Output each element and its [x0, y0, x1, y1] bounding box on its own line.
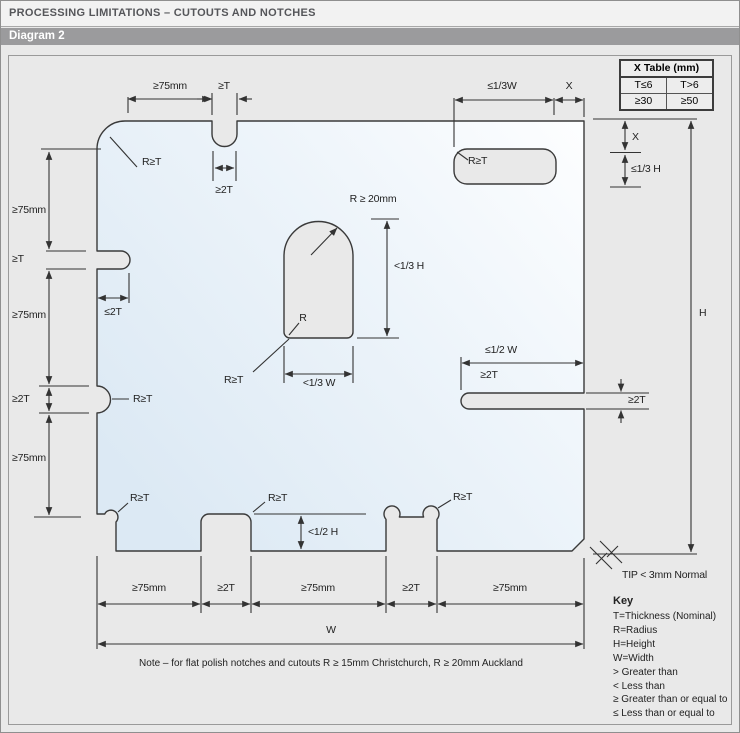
dimension-label: H — [699, 307, 707, 319]
x-table-col2-header: T>6 — [680, 79, 699, 91]
dimension-label: X — [632, 131, 639, 143]
dimension-label: ≥75mm — [12, 204, 46, 216]
dimension-label: R≥T — [142, 156, 162, 168]
dimension-label: ≥2T — [480, 369, 498, 381]
dimension-label: TIP < 3mm Normal — [622, 569, 707, 581]
dimension-label: ≥2T — [628, 394, 646, 406]
x-table-col2-value: ≥50 — [680, 95, 699, 107]
dimension-label: X — [565, 80, 573, 92]
dimension-label: ≤2T — [104, 306, 122, 318]
dimension-label: ≥2T — [12, 393, 30, 405]
dimension-label: R≥T — [133, 393, 153, 405]
key-item: ≤ Less than or equal to — [613, 708, 715, 720]
leader-lines — [109, 136, 469, 513]
key-item: W=Width — [613, 652, 654, 664]
diagram-frame — [8, 55, 732, 725]
x-table-col1-header: T≤6 — [621, 78, 667, 93]
dimension-label: R≥T — [268, 492, 288, 504]
diagram-label-bar: Diagram 2 — [1, 28, 739, 45]
dimension-label: ≥T — [218, 80, 230, 92]
dimension-label: ≥75mm — [153, 80, 187, 92]
x-table-value-row: ≥30 ≥50 — [621, 94, 712, 109]
dimension-label: ≥75mm — [301, 582, 335, 594]
x-table-header-row: T≤6 T>6 — [621, 78, 712, 94]
dimension-label: ≤1/3 H — [631, 163, 661, 175]
dimension-label: ≥2T — [217, 582, 235, 594]
dimension-label: ≤1/2 W — [485, 344, 517, 356]
arch-cutout-shape — [283, 220, 354, 339]
key-item: ≥ Greater than or equal to — [613, 694, 728, 706]
dimension-label: ≥75mm — [132, 582, 166, 594]
dimension-label: ≥75mm — [12, 452, 46, 464]
page-title: PROCESSING LIMITATIONS – CUTOUTS AND NOT… — [9, 7, 316, 19]
dimension-label: R — [299, 312, 307, 324]
dimension-label: ≥75mm — [493, 582, 527, 594]
title-bar: PROCESSING LIMITATIONS – CUTOUTS AND NOT… — [1, 1, 739, 27]
top-right-cutout-shape — [453, 148, 557, 185]
diagram-label: Diagram 2 — [9, 30, 65, 42]
dimension-label: <1/3 H — [394, 260, 425, 272]
key-item: R=Radius — [613, 624, 658, 636]
dimension-label: <1/2 H — [308, 526, 339, 538]
x-table: X Table (mm) T≤6 T>6 ≥30 ≥50 — [619, 59, 714, 111]
dimension-label: ≥75mm — [12, 309, 46, 321]
key-item: H=Height — [613, 638, 655, 650]
dimension-label: W — [326, 624, 336, 636]
dimension-label: <1/3 W — [302, 377, 336, 389]
dimension-label: ≥2T — [215, 184, 233, 196]
key-heading: Key — [613, 595, 634, 607]
dimension-label: R ≥ 20mm — [349, 193, 397, 205]
x-table-col1-value: ≥30 — [621, 94, 667, 109]
chamfer-symbol — [589, 540, 623, 570]
dimension-label: R≥T — [130, 492, 150, 504]
dimension-linework — [34, 93, 697, 649]
dimension-label: ≥2T — [402, 582, 420, 594]
dimension-label: ≤1/3W — [487, 80, 517, 92]
dimension-label: R≥T — [453, 491, 473, 503]
key-item: T=Thickness (Nominal) — [613, 611, 717, 622]
dimension-label: R≥T — [224, 374, 244, 386]
key-item: < Less than — [613, 680, 665, 692]
x-table-title: X Table (mm) — [621, 61, 712, 78]
note-text: Note – for flat polish notches and cutou… — [139, 658, 523, 669]
key-item: > Greater than — [613, 666, 678, 678]
dimension-label: ≥T — [12, 253, 24, 265]
dimension-label: R≥T — [468, 155, 488, 167]
